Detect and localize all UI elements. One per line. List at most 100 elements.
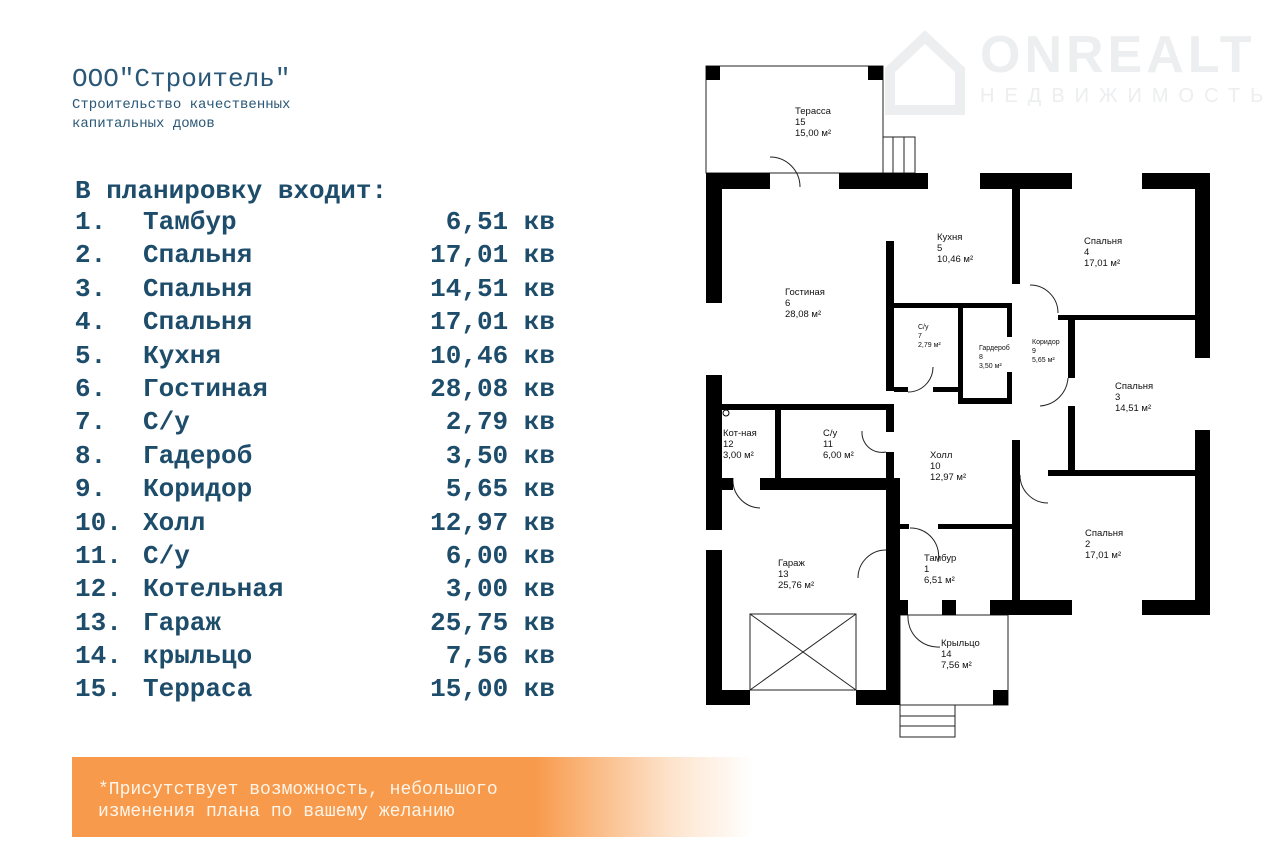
room-name: Терасса xyxy=(795,106,832,117)
item-number: 5. xyxy=(75,340,107,371)
room-area: 5,65 м² xyxy=(1032,357,1055,364)
room-name: Гардероб xyxy=(979,344,1010,352)
room-num: 12 xyxy=(723,439,734,450)
item-name: крыльцо xyxy=(143,641,253,672)
room-name: Кухня xyxy=(937,232,962,243)
note-text: *Присутствует возможность, небольшого из… xyxy=(98,780,498,822)
room-num: 13 xyxy=(778,569,789,580)
room-area: 2,79 м² xyxy=(918,342,941,349)
item-number: 14. xyxy=(75,641,122,672)
item-number: 8. xyxy=(75,440,107,471)
item-area: 3,00 кв xyxy=(445,574,555,605)
room-num: 1 xyxy=(924,564,929,575)
item-area: 17,01 кв xyxy=(430,240,555,271)
item-area: 5,65 кв xyxy=(445,474,555,505)
list-item: 6. Гостиная 28,08 кв xyxy=(75,373,555,406)
room-name: Крыльцо xyxy=(941,638,980,649)
item-number: 6. xyxy=(75,373,107,404)
company-tagline: Строительство качественных капитальных д… xyxy=(72,97,291,132)
room-name: Коридор xyxy=(1032,339,1060,346)
company-name: ООО"Строитель" xyxy=(72,64,291,94)
list-item: 8. Гадероб 3,50 кв xyxy=(75,440,555,473)
item-name: Гостиная xyxy=(143,373,268,404)
item-area: 6,00 кв xyxy=(445,540,555,571)
item-number: 7. xyxy=(75,407,107,438)
item-area: 7,56 кв xyxy=(445,641,555,672)
room-area: 14,51 м² xyxy=(1115,403,1151,414)
list-item: 15. Терраса 15,00 кв xyxy=(75,673,555,706)
list-title: В планировку входит: xyxy=(75,176,388,206)
item-area: 14,51 кв xyxy=(430,273,555,304)
item-number: 3. xyxy=(75,273,107,304)
item-name: С/у xyxy=(143,540,190,571)
room-name: Тамбур xyxy=(924,553,956,564)
room-area: 6,51 м² xyxy=(924,575,955,586)
room-area: 17,01 м² xyxy=(1085,550,1121,561)
item-name: Спальня xyxy=(143,240,253,271)
item-name: С/у xyxy=(143,407,190,438)
room-name: С/у xyxy=(918,324,929,331)
item-name: Кухня xyxy=(143,340,222,371)
note-banner: *Присутствует возможность, небольшого из… xyxy=(72,757,752,837)
item-number: 13. xyxy=(75,607,122,638)
item-name: Коридор xyxy=(143,474,253,505)
watermark-sub: НЕДВИЖИМОСТЬ xyxy=(980,85,1274,107)
room-area: 15,00 м² xyxy=(795,128,831,139)
item-name: Терраса xyxy=(143,674,253,705)
room-num: 3 xyxy=(1115,392,1120,403)
item-number: 12. xyxy=(75,574,122,605)
room-area: 7,56 м² xyxy=(941,660,972,671)
room-num: 15 xyxy=(795,117,806,128)
item-name: Спальня xyxy=(143,307,253,338)
room-num: 2 xyxy=(1085,539,1090,550)
item-name: Гараж xyxy=(143,607,222,638)
item-name: Гадероб xyxy=(143,440,253,471)
room-name: С/у xyxy=(823,428,838,439)
item-name: Спальня xyxy=(143,273,253,304)
item-area: 3,50 кв xyxy=(445,440,555,471)
item-area: 15,00 кв xyxy=(430,674,555,705)
room-name: Спальня xyxy=(1115,381,1153,392)
list-item: 13. Гараж 25,75 кв xyxy=(75,607,555,640)
item-area: 12,97 кв xyxy=(430,507,555,538)
item-number: 4. xyxy=(75,307,107,338)
room-area: 3,00 м² xyxy=(723,450,754,461)
list-item: 5. Кухня 10,46 кв xyxy=(75,340,555,373)
item-area: 28,08 кв xyxy=(430,373,555,404)
list-item: 4. Спальня 17,01 кв xyxy=(75,306,555,339)
room-num: 6 xyxy=(785,298,790,309)
item-area: 17,01 кв xyxy=(430,307,555,338)
room-num: 14 xyxy=(941,649,952,660)
room-num: 7 xyxy=(918,333,922,340)
room-name: Спальня xyxy=(1084,236,1122,247)
list-item: 3. Спальня 14,51 кв xyxy=(75,273,555,306)
room-num: 5 xyxy=(937,243,942,254)
item-area: 10,46 кв xyxy=(430,340,555,371)
room-num: 4 xyxy=(1084,247,1089,258)
room-name: Гостиная xyxy=(785,287,825,298)
room-name: Холл xyxy=(930,450,952,461)
room-num: 11 xyxy=(823,439,833,450)
item-number: 9. xyxy=(75,474,107,505)
list-item: 7. С/у 2,79 кв xyxy=(75,406,555,439)
item-area: 25,75 кв xyxy=(430,607,555,638)
house-logo-icon xyxy=(885,30,965,115)
item-number: 15. xyxy=(75,674,122,705)
room-area: 17,01 м² xyxy=(1084,258,1120,269)
room-num: 10 xyxy=(930,461,941,472)
item-number: 10. xyxy=(75,507,122,538)
item-area: 6,51 кв xyxy=(445,207,555,237)
room-num: 8 xyxy=(979,354,983,361)
room-name: Спальня xyxy=(1085,528,1123,539)
item-name: Тамбур xyxy=(143,207,237,237)
watermark-brand: ONREALT xyxy=(980,26,1256,84)
room-area: 25,76 м² xyxy=(778,580,814,591)
item-area: 2,79 кв xyxy=(445,407,555,438)
